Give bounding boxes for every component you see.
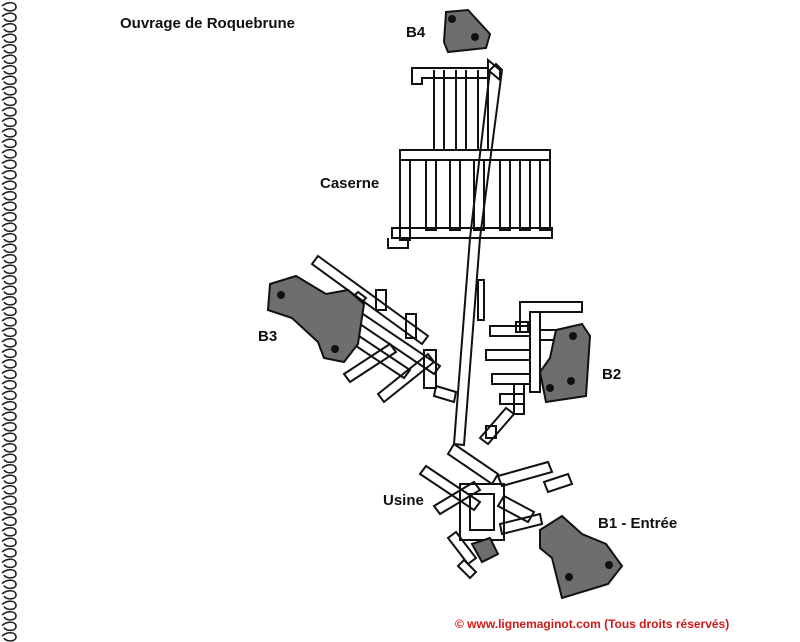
spiral-loop: [1, 390, 17, 401]
block-b3-shape: [266, 274, 366, 364]
spiral-loop: [1, 453, 17, 464]
spiral-loop: [1, 253, 17, 264]
spiral-loop: [1, 516, 17, 527]
usine-galleries: [418, 442, 574, 580]
caserne-galleries: [387, 57, 553, 249]
spiral-loop: [1, 264, 17, 275]
spiral-loop: [1, 358, 17, 369]
spiral-loop: [1, 306, 17, 317]
spiral-loop: [1, 222, 17, 233]
spiral-loop: [1, 547, 17, 558]
spiral-loop: [1, 64, 17, 75]
spiral-loop: [1, 1, 17, 12]
label-b4: B4: [406, 24, 426, 41]
spiral-loop: [1, 558, 17, 569]
spiral-loop: [1, 33, 17, 44]
spiral-loop: [1, 369, 17, 380]
spiral-loop: [1, 568, 17, 579]
spiral-loop: [1, 75, 17, 86]
spiral-loop: [1, 411, 17, 422]
spiral-loop: [1, 432, 17, 443]
turret-dots: [277, 15, 613, 581]
spiral-binding: [1, 1, 17, 642]
spiral-loop: [1, 201, 17, 212]
diagram-title: Ouvrage de Roquebrune: [120, 15, 296, 32]
label-b2: B2: [602, 366, 622, 383]
spiral-loop: [1, 327, 17, 338]
spiral-loop: [1, 22, 17, 33]
spiral-loop: [1, 12, 17, 23]
spiral-loop: [1, 43, 17, 54]
spiral-loop: [1, 421, 17, 432]
spiral-loop: [1, 54, 17, 65]
spiral-loop: [1, 537, 17, 548]
spiral-loop: [1, 495, 17, 506]
main-gallery: [452, 62, 504, 447]
spiral-loop: [1, 337, 17, 348]
spiral-loop: [1, 138, 17, 149]
spiral-loop: [1, 589, 17, 600]
block-b2-shape: [538, 322, 592, 404]
spiral-loop: [1, 379, 17, 390]
spiral-loop: [1, 85, 17, 96]
spiral-loop: [1, 316, 17, 327]
label-usine: Usine: [383, 492, 424, 509]
spiral-loop: [1, 505, 17, 516]
spiral-loop: [1, 232, 17, 243]
spiral-loop: [1, 285, 17, 296]
spiral-loop: [1, 610, 17, 621]
spiral-loop: [1, 180, 17, 191]
spiral-loop: [1, 295, 17, 306]
spiral-loop: [1, 211, 17, 222]
spiral-loop: [1, 600, 17, 611]
spiral-loop: [1, 159, 17, 170]
spiral-loop: [1, 526, 17, 537]
spiral-loop: [1, 96, 17, 107]
spiral-loop: [1, 474, 17, 485]
spiral-loop: [1, 463, 17, 474]
spiral-loop: [1, 127, 17, 138]
label-caserne: Caserne: [320, 175, 380, 192]
spiral-loop: [1, 190, 17, 201]
copyright-notice: © www.lignemaginot.com (Tous droits rése…: [455, 617, 730, 631]
spiral-loop: [1, 579, 17, 590]
spiral-loop: [1, 621, 17, 632]
block-b1-shape: [470, 514, 624, 600]
spiral-loop: [1, 484, 17, 495]
label-b3: B3: [258, 328, 278, 345]
spiral-loop: [1, 148, 17, 159]
spiral-loop: [1, 442, 17, 453]
spiral-loop: [1, 348, 17, 359]
spiral-loop: [1, 117, 17, 128]
spiral-loop: [1, 631, 17, 642]
spiral-loop: [1, 274, 17, 285]
spiral-loop: [1, 106, 17, 117]
spiral-loop: [1, 169, 17, 180]
label-b1-entree: B1 - Entrée: [598, 515, 678, 532]
spiral-loop: [1, 243, 17, 254]
spiral-loop: [1, 400, 17, 411]
